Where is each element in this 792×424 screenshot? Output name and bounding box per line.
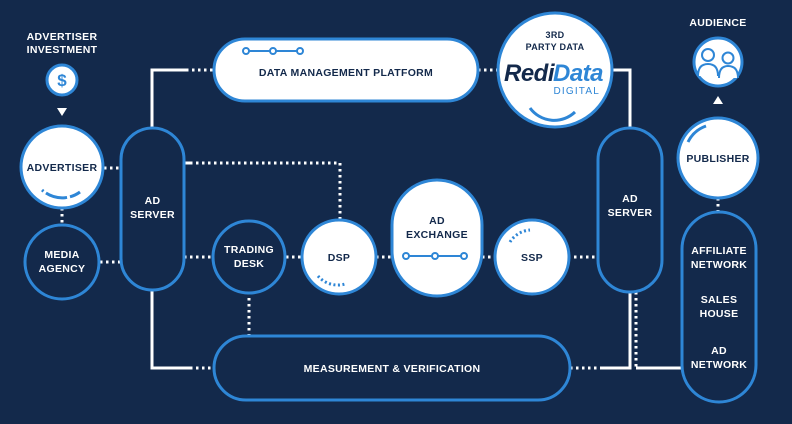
svg-text:$: $ [57, 71, 67, 90]
ad-exchange-node[interactable]: AD EXCHANGE [390, 178, 484, 298]
third-party-data-node[interactable]: 3RD PARTY DATA Redi Data DIGITAL [496, 11, 614, 129]
connector-dots-icon [402, 252, 468, 260]
publisher-node[interactable]: PUBLISHER [676, 116, 760, 200]
publisher-label: PUBLISHER [686, 153, 749, 165]
ad-server-right-label-line1: AD [622, 193, 638, 205]
svg-text:DIGITAL: DIGITAL [553, 86, 600, 97]
trading-desk-node[interactable]: TRADING DESK [211, 219, 287, 295]
ad-server-left-label-line1: AD [145, 195, 161, 207]
third-party-label-line1: 3RD [546, 30, 565, 40]
advertiser-label: ADVERTISER [27, 162, 98, 174]
third-party-label-line2: PARTY DATA [526, 42, 585, 52]
measurement-verification-node[interactable]: MEASUREMENT & VERIFICATION [212, 334, 572, 402]
ad-exchange-label-line2: EXCHANGE [406, 229, 468, 241]
audience-people-icon [692, 36, 744, 88]
advertiser-investment-label-line1: ADVERTISER [27, 31, 98, 43]
sales-house-label-line1: SALES [701, 294, 738, 306]
trading-desk-label-line1: TRADING [224, 244, 274, 256]
advertiser-node[interactable]: ADVERTISER [19, 124, 105, 210]
ad-server-left-label-line2: SERVER [130, 209, 175, 221]
ad-network-label-line2: NETWORK [691, 359, 747, 371]
connector-dots-icon [242, 47, 304, 55]
dsp-label: DSP [328, 252, 351, 264]
ad-server-right-label-line2: SERVER [608, 207, 653, 219]
svg-text:Redi: Redi [504, 60, 556, 87]
arrow-down-icon [57, 108, 67, 116]
ssp-node[interactable]: SSP [493, 218, 571, 296]
dsp-node[interactable]: DSP [300, 218, 378, 296]
publisher-networks-node[interactable]: AFFILIATE NETWORK SALES HOUSE AD NETWORK [680, 210, 758, 404]
audience-label: AUDIENCE [689, 17, 746, 29]
affiliate-network-label-line1: AFFILIATE [691, 245, 747, 257]
ad-server-left-node[interactable]: AD SERVER [119, 126, 186, 292]
trading-desk-label-line2: DESK [234, 258, 264, 270]
media-agency-label-line1: MEDIA [44, 249, 79, 261]
media-agency-label-line2: AGENCY [39, 263, 86, 275]
advertiser-investment-label-line2: INVESTMENT [27, 44, 98, 56]
ssp-label: SSP [521, 252, 543, 264]
arrow-up-icon [713, 96, 723, 104]
dollar-icon: $ [45, 63, 79, 97]
dmp-node[interactable]: DATA MANAGEMENT PLATFORM [212, 37, 480, 103]
sales-house-label-line2: HOUSE [700, 308, 739, 320]
dmp-label: DATA MANAGEMENT PLATFORM [259, 67, 433, 79]
redi-data-logo: Redi Data DIGITAL [504, 60, 604, 97]
ad-network-label-line1: AD [711, 345, 727, 357]
ad-server-right-node[interactable]: AD SERVER [596, 126, 664, 294]
connectors [57, 68, 723, 370]
measurement-label: MEASUREMENT & VERIFICATION [304, 363, 481, 375]
ad-exchange-label-line1: AD [429, 215, 445, 227]
media-agency-node[interactable]: MEDIA AGENCY [23, 223, 101, 301]
svg-text:Data: Data [553, 60, 603, 87]
affiliate-network-label-line2: NETWORK [691, 259, 747, 271]
